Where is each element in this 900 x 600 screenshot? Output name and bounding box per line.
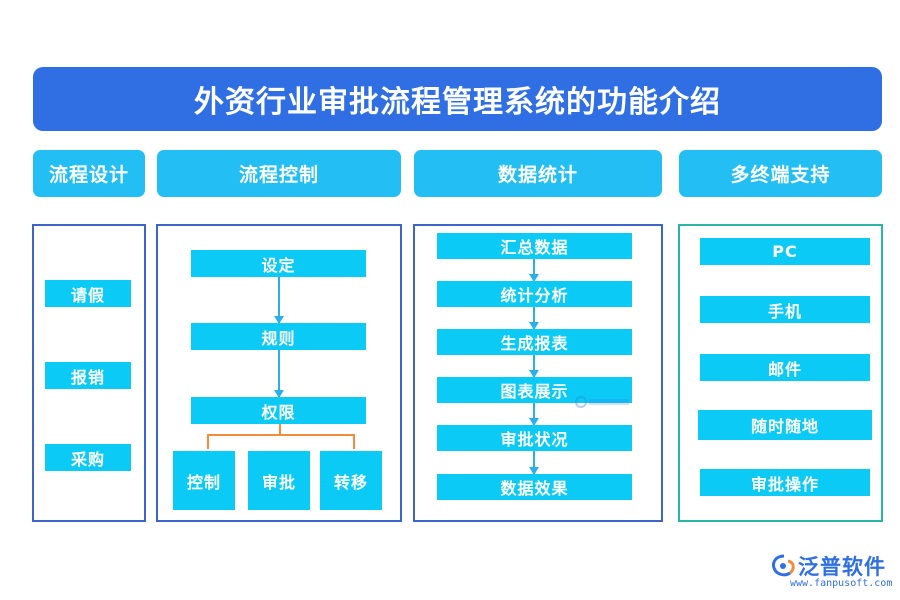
stats-step-effect: 数据效果 (437, 474, 632, 500)
terminal-item-approval-op: 审批操作 (700, 469, 870, 496)
header-multi-terminal: 多终端支持 (679, 150, 882, 197)
terminal-item-email: 邮件 (700, 354, 870, 381)
stats-arrow-2 (529, 307, 539, 330)
control-branch-control: 控制 (173, 451, 235, 510)
brand-url: www.fanpusoft.com (790, 578, 893, 589)
stats-arrow-1 (529, 259, 539, 282)
stats-step-report: 生成报表 (437, 329, 632, 355)
stats-arrow-5 (529, 451, 539, 475)
stats-step-chart: 图表展示 (437, 377, 632, 403)
bracket-right (353, 434, 355, 449)
bracket-stem (279, 424, 281, 434)
terminal-item-pc: PC (700, 238, 870, 265)
control-arrow-1 (274, 277, 284, 324)
control-step-permission: 权限 (191, 397, 366, 424)
design-item-leave: 请假 (45, 280, 131, 307)
stats-step-analysis: 统计分析 (437, 281, 632, 307)
control-branch-transfer: 转移 (320, 451, 382, 510)
brand-swirl-icon (772, 554, 795, 577)
control-step-setting: 设定 (191, 250, 366, 277)
stats-step-status: 审批状况 (437, 425, 632, 451)
header-process-control: 流程控制 (157, 150, 401, 197)
design-item-reimburse: 报销 (45, 362, 131, 389)
page-title: 外资行业审批流程管理系统的功能介绍 (33, 67, 882, 131)
control-step-rule: 规则 (191, 323, 366, 350)
terminal-item-mobile: 手机 (700, 296, 870, 323)
bracket-left (207, 434, 209, 449)
brand-logo: 泛普软件 www.fanpusoft.com (770, 551, 892, 597)
bracket-bar (207, 434, 355, 436)
design-item-purchase: 采购 (45, 444, 131, 471)
stats-arrow-3 (529, 355, 539, 378)
terminal-item-anywhere: 随时随地 (698, 410, 872, 440)
control-branch-approve: 审批 (248, 451, 310, 510)
header-data-statistics: 数据统计 (414, 150, 662, 197)
control-arrow-2 (274, 350, 284, 398)
brand-name: 泛普软件 (798, 554, 886, 579)
stats-arrow-4 (529, 403, 539, 426)
header-process-design: 流程设计 (33, 150, 145, 197)
stats-step-summary: 汇总数据 (437, 233, 632, 259)
watermark-logo (574, 394, 634, 410)
